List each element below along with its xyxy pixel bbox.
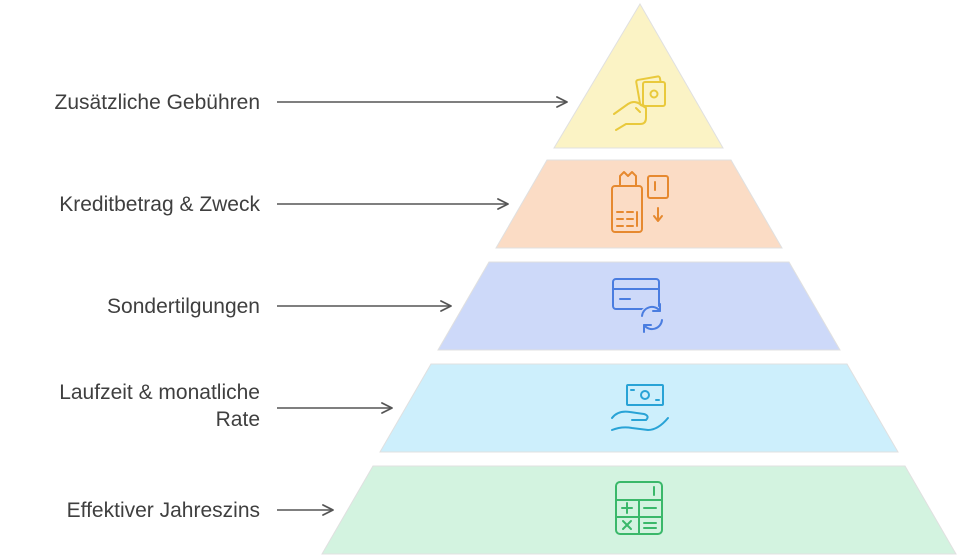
level-4-label-line-2: Rate (215, 408, 260, 431)
pyramid-level-2 (277, 159, 783, 249)
level-4-label-line-1: Laufzeit & monatliche (59, 381, 260, 404)
hand-holding-money-icon (613, 75, 666, 131)
card-refresh-icon (612, 278, 665, 333)
level-1-label: Zusätzliche Gebühren (54, 91, 260, 114)
pyramid-level-2-shape (495, 159, 783, 249)
level-2-label: Kreditbetrag & Zweck (59, 193, 260, 216)
pyramid-level-5 (277, 465, 957, 555)
pyramid-level-1-shape (553, 3, 724, 149)
pyramid-level-4 (277, 363, 899, 453)
pyramid-level-3-shape (437, 261, 841, 351)
level-5-label: Effektiver Jahreszins (66, 499, 260, 522)
payment-terminal-card-icon (611, 171, 669, 233)
pyramid-level-1 (277, 3, 724, 149)
pyramid-level-3 (277, 261, 841, 351)
pyramid-level-4-shape (379, 363, 899, 453)
hand-banknote-icon (611, 384, 669, 431)
level-3-label: Sondertilgungen (107, 295, 260, 318)
calculator-icon (615, 481, 663, 535)
level-4-label: Laufzeit & monatliche Rate (10, 379, 260, 433)
